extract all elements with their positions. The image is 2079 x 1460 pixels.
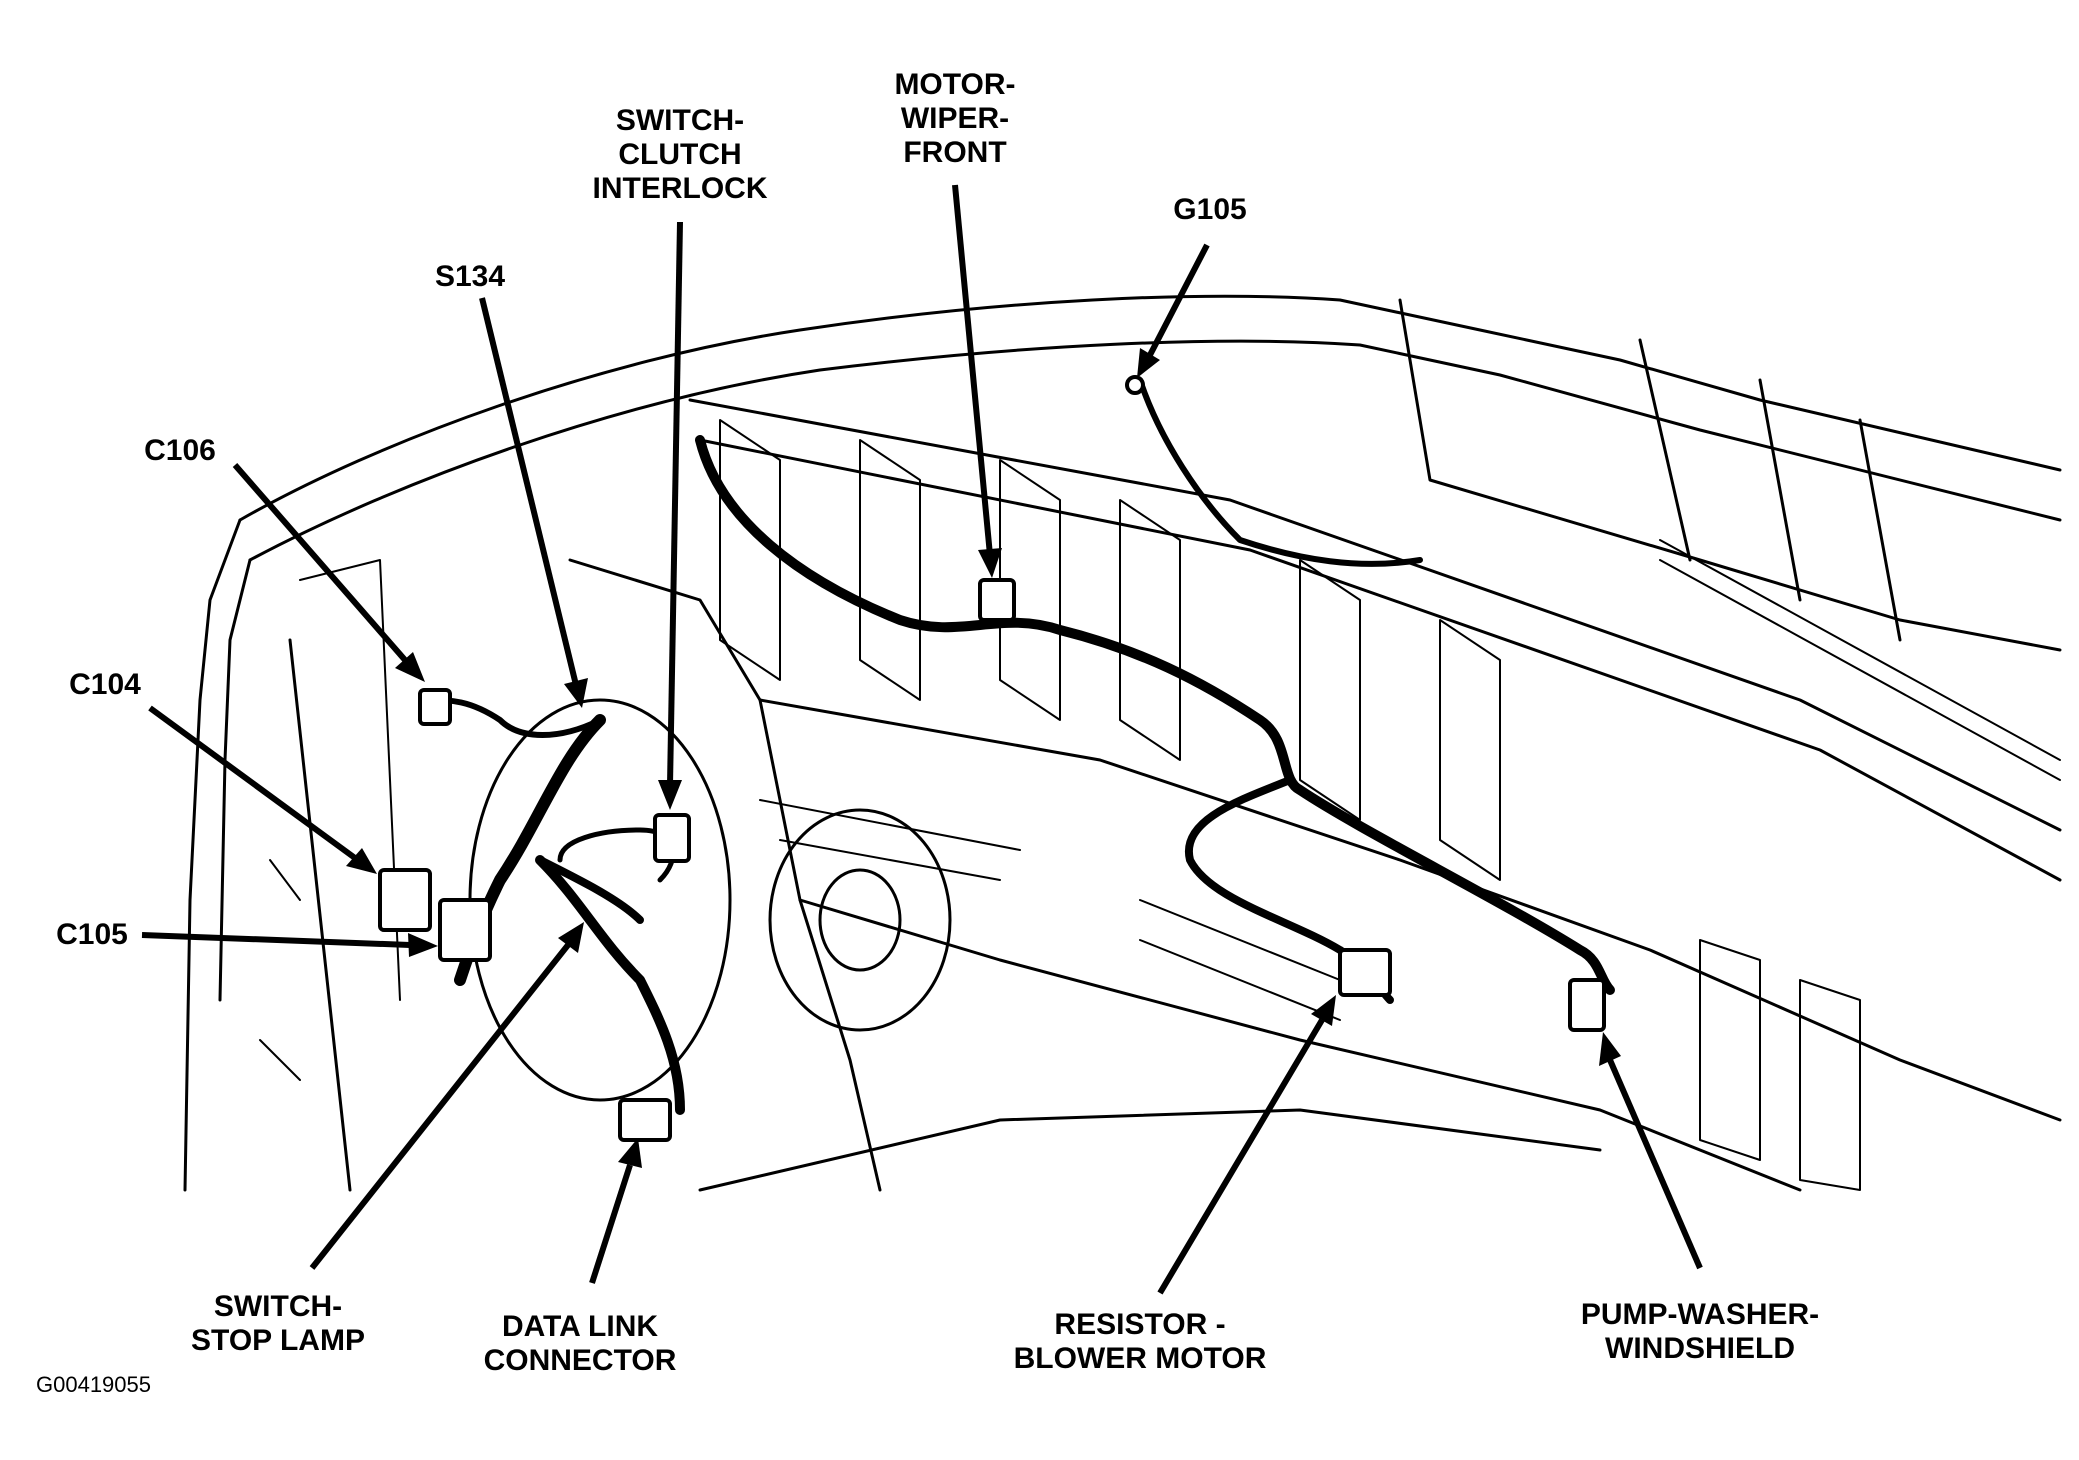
pump-washer-connector <box>1568 978 1606 1032</box>
label-pump-washer-windshield: PUMP-WASHER- WINDSHIELD <box>1570 1298 1830 1366</box>
label-switch-stop-lamp: SWITCH- STOP LAMP <box>178 1290 378 1358</box>
label-c104: C104 <box>55 668 155 702</box>
label-line: SWITCH- <box>213 1290 343 1323</box>
label-line: CONNECTOR <box>483 1344 677 1377</box>
label-c105: C105 <box>42 918 142 952</box>
motor-wiper-connector <box>978 578 1016 622</box>
label-line: S134 <box>434 260 506 293</box>
g105-ground <box>1125 375 1145 395</box>
c106-connector <box>418 688 452 726</box>
label-line: CLUTCH <box>618 138 742 171</box>
figure-id: G00419055 <box>36 1372 151 1397</box>
label-line: G105 <box>1173 193 1247 226</box>
label-line: C104 <box>69 668 141 701</box>
label-c106: C106 <box>130 434 230 468</box>
resistor-blower-motor-connector <box>1338 948 1392 997</box>
label-line: SWITCH- <box>615 104 745 137</box>
data-link-connector-body <box>618 1098 672 1142</box>
c105-connector <box>438 898 492 962</box>
label-line: INTERLOCK <box>592 172 768 205</box>
label-line: C105 <box>56 918 128 951</box>
label-switch-clutch-interlock: SWITCH- CLUTCH INTERLOCK <box>582 104 778 206</box>
label-g105: G105 <box>1160 193 1260 227</box>
label-line: WIPER- <box>900 102 1010 135</box>
label-line: FRONT <box>903 136 1007 169</box>
vehicle-body-outline <box>183 294 2062 1192</box>
label-line: RESISTOR - <box>1054 1308 1226 1341</box>
label-line: C106 <box>144 434 216 467</box>
label-line: DATA LINK <box>501 1310 659 1343</box>
label-resistor-blower-motor: RESISTOR - BLOWER MOTOR <box>1005 1308 1275 1376</box>
label-line: MOTOR- <box>894 68 1016 101</box>
switch-clutch-interlock-connector <box>653 813 691 863</box>
label-line: STOP LAMP <box>191 1324 365 1357</box>
label-s134: S134 <box>420 260 520 294</box>
leader-arrows <box>141 184 1703 1295</box>
label-line: WINDSHIELD <box>1605 1332 1795 1365</box>
c104-connector <box>378 868 432 932</box>
label-line: PUMP-WASHER- <box>1580 1298 1820 1331</box>
label-data-link-connector: DATA LINK CONNECTOR <box>470 1310 690 1378</box>
connectors <box>378 375 1606 1142</box>
label-motor-wiper-front: MOTOR- WIPER- FRONT <box>870 68 1040 170</box>
label-line: BLOWER MOTOR <box>1013 1342 1267 1375</box>
